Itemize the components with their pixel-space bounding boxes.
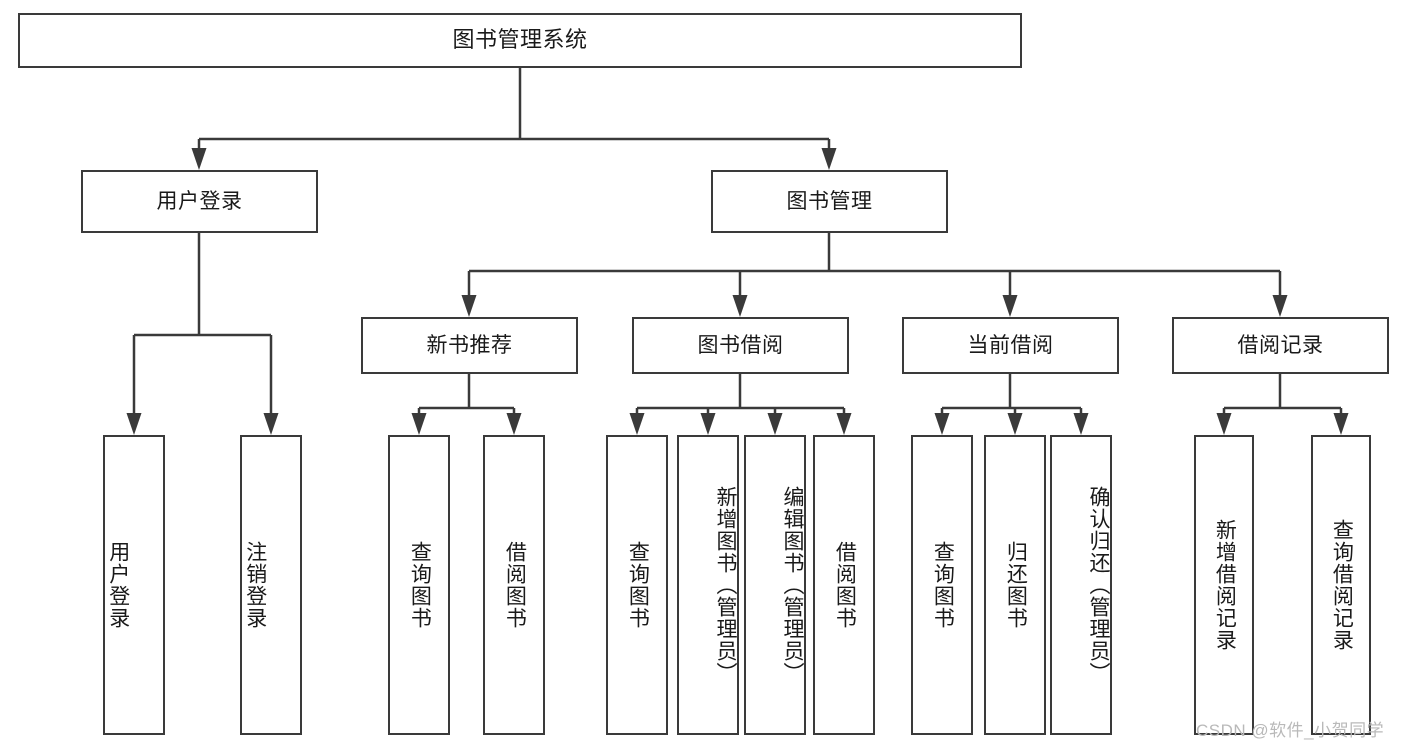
- watermark: CSDN @软件_小贺同学: [1196, 721, 1385, 740]
- node-label: 确认归还（管理员）: [1087, 486, 1110, 684]
- node-label: 新书推荐: [426, 333, 513, 357]
- node-root[interactable]: 图书管理系统: [18, 13, 1022, 68]
- node-leaf-borrow-book-1[interactable]: 借阅图书: [483, 435, 545, 735]
- arrowhead: [191, 148, 207, 170]
- arrowhead: [821, 148, 837, 170]
- node-leaf-query-book-2[interactable]: 查询图书: [606, 435, 668, 735]
- connector-new-book-rec-to-leaves: [411, 374, 522, 435]
- node-leaf-add-record[interactable]: 新增借阅记录: [1194, 435, 1254, 735]
- arrowhead: [1333, 413, 1349, 435]
- arrowhead: [411, 413, 427, 435]
- node-leaf-user-login[interactable]: 用户登录: [103, 435, 165, 735]
- node-label: 借阅记录: [1237, 333, 1324, 357]
- node-label: 用户登录: [106, 541, 130, 629]
- arrowhead: [1007, 413, 1023, 435]
- node-label: 当前借阅: [967, 333, 1054, 357]
- connector-borrow-record-to-leaves: [1216, 374, 1349, 435]
- node-new-book-rec[interactable]: 新书推荐: [361, 317, 578, 374]
- arrowhead: [700, 413, 716, 435]
- node-user-login[interactable]: 用户登录: [81, 170, 318, 233]
- arrowhead: [1002, 295, 1018, 317]
- node-leaf-query-book-3[interactable]: 查询图书: [911, 435, 973, 735]
- node-leaf-logout[interactable]: 注销登录: [240, 435, 302, 735]
- node-label: 用户登录: [156, 189, 243, 213]
- node-leaf-edit-book[interactable]: 编辑图书（管理员）: [744, 435, 806, 735]
- connector-book-manage-to-level2: [461, 233, 1288, 317]
- node-label: 新增图书（管理员）: [714, 486, 737, 684]
- node-label: 归还图书: [1004, 541, 1028, 629]
- connector-current-borrow-to-leaves: [934, 374, 1089, 435]
- arrowhead: [767, 413, 783, 435]
- arrowhead: [732, 295, 748, 317]
- node-label: 查询图书: [408, 541, 432, 629]
- connector-user-login-to-leaves: [126, 233, 279, 435]
- node-label: 查询图书: [931, 541, 955, 629]
- arrowhead: [1216, 413, 1232, 435]
- node-leaf-confirm-return[interactable]: 确认归还（管理员）: [1050, 435, 1112, 735]
- node-label: 图书管理系统: [452, 27, 588, 53]
- arrowhead: [629, 413, 645, 435]
- arrowhead: [263, 413, 279, 435]
- connector-root-to-level1: [191, 68, 837, 170]
- node-current-borrow[interactable]: 当前借阅: [902, 317, 1119, 374]
- node-label: 注销登录: [243, 541, 267, 629]
- node-label: 借阅图书: [503, 541, 527, 629]
- node-label: 借阅图书: [833, 541, 857, 629]
- node-label: 图书管理: [786, 189, 873, 213]
- node-label: 新增借阅记录: [1213, 519, 1237, 651]
- arrowhead: [934, 413, 950, 435]
- node-label: 图书借阅: [697, 333, 784, 357]
- node-leaf-add-book[interactable]: 新增图书（管理员）: [677, 435, 739, 735]
- node-book-manage[interactable]: 图书管理: [711, 170, 948, 233]
- node-label: 查询图书: [626, 541, 650, 629]
- arrowhead: [461, 295, 477, 317]
- node-book-borrow[interactable]: 图书借阅: [632, 317, 849, 374]
- arrowhead: [126, 413, 142, 435]
- arrowhead: [1073, 413, 1089, 435]
- node-borrow-record[interactable]: 借阅记录: [1172, 317, 1389, 374]
- node-label: 编辑图书（管理员）: [781, 486, 804, 684]
- node-leaf-return-book[interactable]: 归还图书: [984, 435, 1046, 735]
- arrowhead: [836, 413, 852, 435]
- node-leaf-query-book-1[interactable]: 查询图书: [388, 435, 450, 735]
- arrowhead: [1272, 295, 1288, 317]
- connector-book-borrow-to-leaves: [629, 374, 852, 435]
- node-label: 查询借阅记录: [1330, 519, 1354, 651]
- node-leaf-query-record[interactable]: 查询借阅记录: [1311, 435, 1371, 735]
- node-leaf-borrow-book-2[interactable]: 借阅图书: [813, 435, 875, 735]
- arrowhead: [506, 413, 522, 435]
